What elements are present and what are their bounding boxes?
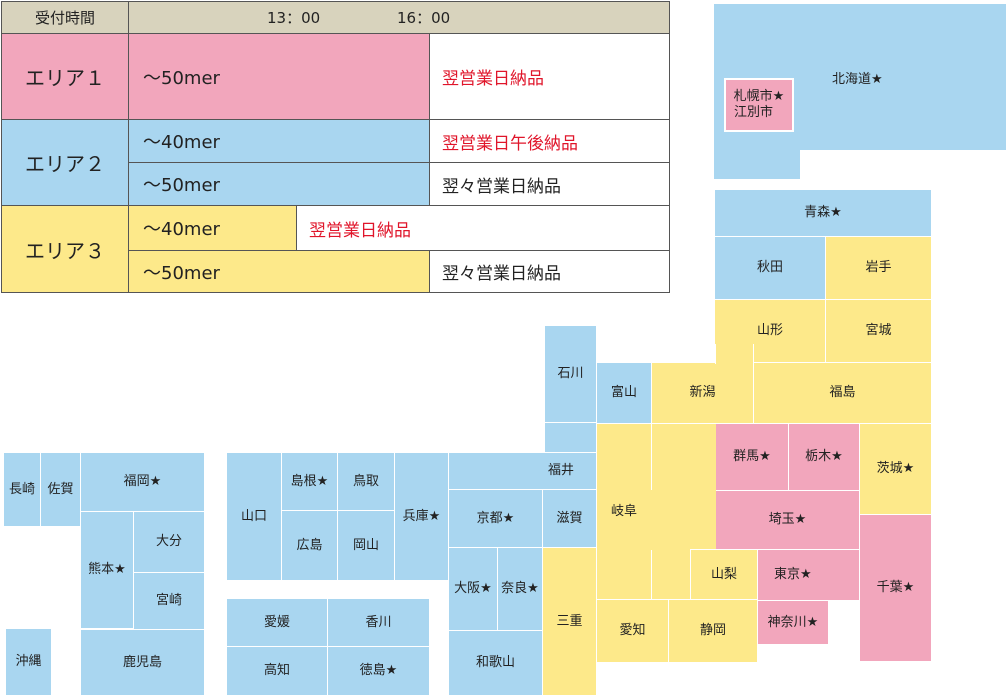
pref-yamanashi: 山梨 xyxy=(690,549,758,601)
pref-kumamoto: 熊本★ xyxy=(80,511,134,629)
pref-kyoto: 京都★ xyxy=(448,489,543,548)
pref-tokyo: 東京★ xyxy=(757,549,860,601)
pref-hyogo: 兵庫★ xyxy=(394,452,449,581)
area-3-range-2: ～50mer xyxy=(128,250,430,293)
pref-niigata-upper xyxy=(715,344,754,364)
pref-osaka: 大阪★ xyxy=(448,547,498,631)
pref-kagoshima: 鹿児島 xyxy=(80,629,205,696)
header-times: 13：00 16：00 xyxy=(128,1,670,34)
pref-okinawa: 沖縄 xyxy=(5,628,52,696)
pref-nara: 奈良★ xyxy=(497,547,543,631)
pref-hokkaido-lower xyxy=(714,149,800,179)
pref-tokushima: 徳島★ xyxy=(327,646,430,696)
pref-shiga: 滋賀 xyxy=(542,489,597,548)
header-reception-time: 受付時間 xyxy=(1,1,129,34)
pref-okayama: 岡山 xyxy=(337,510,395,581)
pref-kagawa: 香川 xyxy=(327,598,430,647)
pref-kochi: 高知 xyxy=(226,646,328,696)
pref-ehime: 愛媛 xyxy=(226,598,328,647)
area-2-label: エリア２ xyxy=(1,119,129,206)
area-2-delivery-2: 翌々営業日納品 xyxy=(429,162,670,206)
area-1-delivery: 翌営業日納品 xyxy=(429,33,670,120)
pref-hiroshima: 広島 xyxy=(281,510,338,581)
pref-shimane: 島根★ xyxy=(281,452,338,511)
pref-fukui: 福井 xyxy=(497,452,597,490)
pref-miyazaki: 宮崎 xyxy=(133,572,205,630)
area-1-label: エリア１ xyxy=(1,33,129,120)
pref-chiba: 千葉★ xyxy=(859,514,932,662)
pref-nagasaki: 長崎 xyxy=(3,452,41,527)
area-2-range-1: ～40mer xyxy=(128,119,430,163)
area-1-range: ～50mer xyxy=(128,33,430,120)
pref-wakayama: 和歌山 xyxy=(448,630,543,696)
area-3-range-1: ～40mer xyxy=(128,205,297,251)
area-2-delivery-1: 翌営業日午後納品 xyxy=(429,119,670,163)
pref-saga: 佐賀 xyxy=(40,452,81,527)
area-3-delivery-2: 翌々営業日納品 xyxy=(429,250,670,293)
pref-aichi: 愛知 xyxy=(596,599,669,663)
pref-tochigi: 栃木★ xyxy=(788,423,860,491)
pref-miyagi: 宮城 xyxy=(825,299,932,363)
city-ebetsu: 江別市 xyxy=(734,105,774,120)
pref-shizuoka: 静岡 xyxy=(668,599,758,663)
pref-saitama: 埼玉★ xyxy=(715,490,860,550)
pref-gunma: 群馬★ xyxy=(715,423,789,491)
pref-oita: 大分 xyxy=(133,511,205,573)
pref-kanagawa: 神奈川★ xyxy=(757,600,829,645)
area-3-label: エリア３ xyxy=(1,205,129,293)
pref-nagano-fill xyxy=(651,490,716,550)
pref-fukuoka: 福岡★ xyxy=(80,452,205,512)
pref-ibaraki: 茨城★ xyxy=(859,423,932,515)
pref-iwate: 岩手 xyxy=(825,236,932,300)
pref-akita: 秋田 xyxy=(714,236,826,300)
pref-ishikawa: 石川 xyxy=(544,325,597,423)
header-time-1300: 13：00 xyxy=(267,9,321,27)
header-time-1600: 16：00 xyxy=(397,9,451,27)
city-sapporo-ebetsu: 札幌市★ 江別市 xyxy=(724,78,794,132)
pref-yamaguchi: 山口 xyxy=(226,452,282,581)
pref-mie: 三重 xyxy=(542,547,597,696)
pref-tottori: 鳥取 xyxy=(337,452,395,511)
pref-toyama: 富山 xyxy=(596,362,652,424)
city-sapporo: 札幌市★ xyxy=(733,89,785,105)
pref-gifu: 岐阜 xyxy=(596,423,652,600)
pref-niigata: 新潟 xyxy=(651,362,754,424)
area-2-range-2: ～50mer xyxy=(128,162,430,206)
area-3-delivery-1: 翌営業日納品 xyxy=(296,205,670,251)
pref-fukushima: 福島 xyxy=(753,362,932,424)
pref-aomori: 青森★ xyxy=(714,189,932,237)
